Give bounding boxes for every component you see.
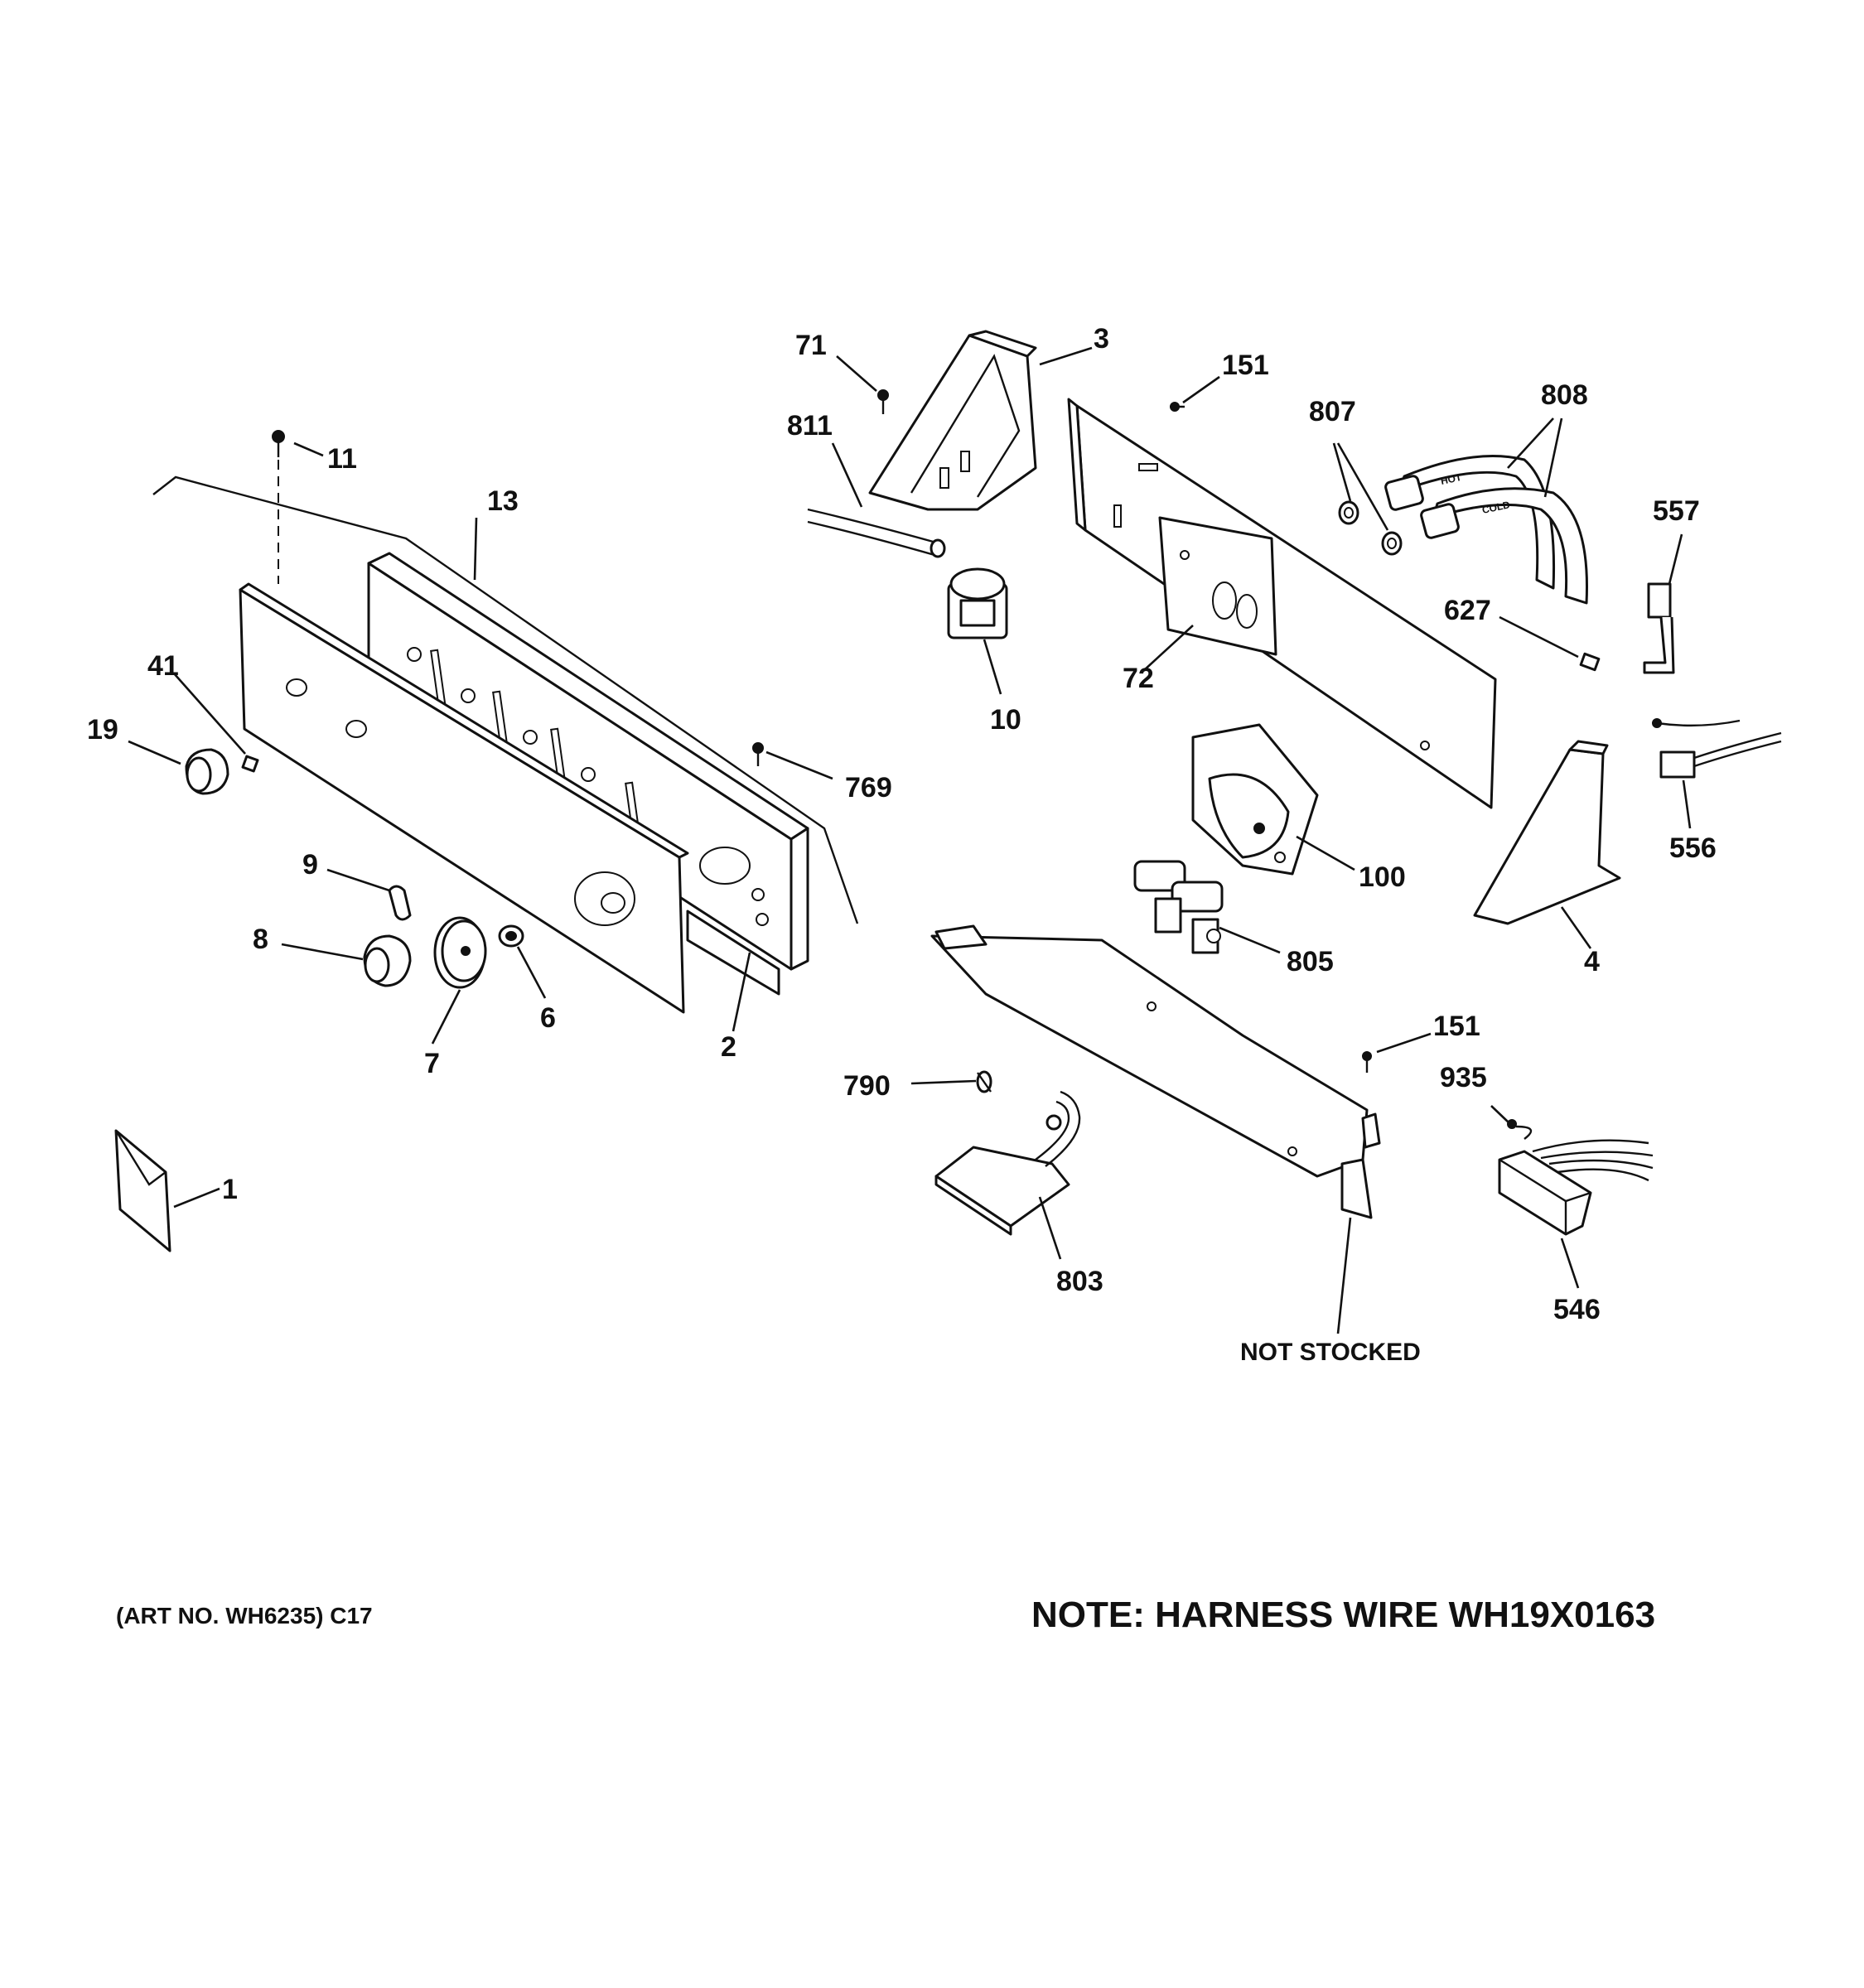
part-10-pressure-switch: [947, 567, 1008, 639]
part-4-side-bracket: [1473, 740, 1621, 925]
leader-lines: [128, 346, 1692, 1334]
callout-790: 790: [843, 1070, 891, 1102]
callout-7: 7: [424, 1048, 440, 1079]
callout-labels: 11 13 41 19 9 8 7 6 2 769 1 71 3 811 10 …: [87, 323, 1717, 1366]
part-8-knob: [363, 934, 412, 987]
callout-1: 1: [222, 1174, 238, 1205]
callout-8: 8: [253, 924, 268, 955]
cold-marking: COLD: [1481, 499, 1511, 516]
callout-10: 10: [990, 704, 1021, 736]
part-151-screw-top: [1170, 402, 1185, 412]
part-19-knob: [185, 748, 229, 795]
part-151-screw-bottom: [1362, 1051, 1372, 1073]
callout-151-bottom: 151: [1433, 1011, 1480, 1042]
part-808-hoses: HOT COLD: [1384, 455, 1588, 605]
callout-557: 557: [1653, 495, 1700, 527]
part-557-bracket: [1643, 582, 1675, 674]
part-627-clip: [1579, 652, 1601, 672]
part-100-timer: [1191, 723, 1319, 876]
callout-808: 808: [1541, 379, 1588, 411]
callout-41: 41: [147, 650, 179, 682]
callout-72: 72: [1123, 663, 1154, 694]
callout-13: 13: [487, 485, 519, 517]
art-number: (ART NO. WH6235) C17: [116, 1603, 373, 1629]
part-3-bracket: [868, 330, 1037, 511]
callout-4: 4: [1584, 946, 1600, 977]
callout-19: 19: [87, 714, 118, 746]
part-9-clip: [388, 885, 412, 921]
part-2-control-panel: [239, 582, 689, 1014]
hot-marking: HOT: [1440, 471, 1463, 487]
harness-wire-note: NOTE: HARNESS WIRE WH19X0163: [1031, 1595, 1656, 1635]
part-13-frame: [367, 552, 809, 996]
callout-546: 546: [1553, 1294, 1601, 1325]
callout-807: 807: [1309, 396, 1356, 427]
callout-769: 769: [845, 772, 892, 803]
callout-71: 71: [795, 330, 827, 361]
part-803-dispenser: [934, 1090, 1081, 1236]
part-807-washers: [1338, 500, 1403, 556]
part-556-connector: [1652, 718, 1782, 779]
callout-2: 2: [721, 1031, 736, 1063]
part-811-hose: [807, 508, 946, 558]
callout-100: 100: [1359, 861, 1406, 893]
part-805-water-valve: [1133, 860, 1224, 954]
part-790-clamp: [976, 1070, 992, 1093]
callout-811: 811: [787, 410, 833, 442]
console-outline: [152, 475, 859, 924]
callout-151-top: 151: [1222, 350, 1269, 381]
part-7-dial: [433, 916, 487, 989]
callout-11: 11: [327, 443, 357, 475]
part-11-screw: [272, 430, 285, 584]
part-769-screw: [752, 742, 764, 766]
part-71-screw: [877, 389, 889, 414]
callout-not-stocked: NOT STOCKED: [1240, 1339, 1421, 1366]
callout-803: 803: [1056, 1266, 1103, 1297]
callout-805: 805: [1287, 946, 1334, 977]
part-6-bushing: [498, 924, 524, 948]
callout-3: 3: [1094, 323, 1109, 355]
callout-627: 627: [1444, 595, 1491, 626]
callout-6: 6: [540, 1002, 556, 1034]
callout-556: 556: [1669, 832, 1717, 864]
not-stocked-panel: [930, 924, 1381, 1219]
callout-9: 9: [302, 849, 318, 881]
part-72-back-panel: [1067, 398, 1497, 809]
part-1-envelope: [114, 1129, 171, 1252]
part-546-harness: [1498, 1119, 1654, 1236]
callout-935: 935: [1440, 1062, 1487, 1093]
part-41-clip: [241, 755, 259, 773]
